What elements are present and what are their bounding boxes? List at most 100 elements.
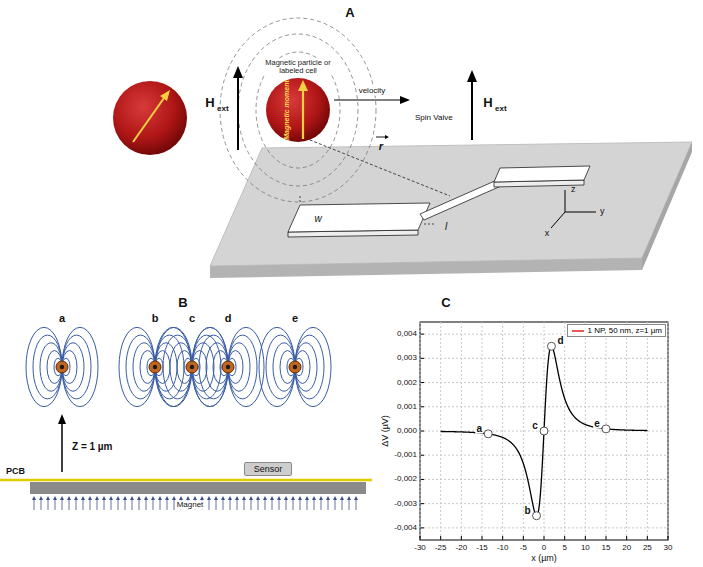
tick [523,536,524,540]
tick-label: 25 [643,544,652,553]
tick-label: 0,004 [397,330,417,339]
field-arrow [76,500,77,510]
tick-label: -0,001 [394,451,417,460]
arrowhead [319,496,323,500]
tick [626,536,627,540]
tick [420,455,424,456]
field-arrow [111,500,112,510]
arrowhead [291,496,295,500]
field-arrow [300,500,301,510]
tick-label: 0,003 [397,354,417,363]
tick-label: 0,000 [397,427,417,436]
annotation: x [545,229,550,239]
arrowhead [193,496,197,500]
nanoparticles [56,361,301,373]
arrowhead [284,496,288,500]
moment-arrow [133,98,164,142]
annotation: d [224,312,233,324]
field-arrow [307,500,308,510]
field-arrow [209,500,210,510]
tick-label: -10 [497,544,509,553]
field-arrow [272,500,273,510]
arrowhead [298,80,308,91]
annotation: e [593,417,601,428]
field-arrow [41,500,42,510]
arrowhead [109,496,113,500]
sensor-box: Sensor [244,462,293,476]
arrowhead [158,496,162,500]
position-marker [602,425,610,433]
tick [585,536,586,540]
legend: 1 NP, 50 nm, z=1 µm [567,324,667,337]
field-arrow [230,500,231,510]
arrow-line [61,422,63,472]
annotation: a [58,312,66,324]
arrowhead [60,496,64,500]
field-arrow [125,500,126,510]
field-arrow [83,500,84,510]
field-arrow [160,500,161,510]
sphere-outline [265,77,331,143]
axes-triad [551,190,596,228]
field-arrow [97,500,98,510]
tick-label: 0,001 [397,402,417,411]
field-arrow [118,500,119,510]
arrowhead [74,496,78,500]
arrowhead [102,496,106,500]
arrowhead [32,496,36,500]
arrowhead [88,496,92,500]
field-arrow [55,500,56,510]
tick-label: 10 [581,544,590,553]
rotated-particle [113,81,187,155]
arrowhead [46,496,50,500]
tick [420,358,424,359]
particle-sphere [113,81,187,155]
arrowhead [116,496,120,500]
arrowhead [263,496,267,500]
signal-chart [420,322,668,540]
tick [420,536,421,540]
position-marker [540,427,548,435]
arrowhead [144,496,148,500]
panel-label: C [441,296,450,310]
field-lines [220,18,376,202]
tick-label: -5 [520,544,527,553]
field-arrow [258,500,259,510]
arrowhead [151,496,155,500]
annotation: Magnet [176,501,205,510]
tick-label: 20 [622,544,631,553]
annotation: ext [495,105,507,114]
position-vector [305,135,450,196]
annotation: e [291,312,299,324]
arrowhead [160,90,170,101]
arrowhead [53,496,57,500]
field-line [256,52,340,168]
arrowhead [467,70,477,82]
arrowhead [172,496,176,500]
grid-line [420,322,421,540]
annotation: l [445,221,447,232]
annotation: d [556,335,564,346]
legend-entry: 1 NP, 50 nm, z=1 µm [571,326,663,335]
nanoparticle [149,361,161,373]
tick [668,536,669,540]
particle-core [293,365,297,369]
arrowhead [298,496,302,500]
annotation: r [379,140,383,152]
magnetic-particle: Magnetic particle or labeled cellMagneti… [265,77,331,143]
dipole-field-lines [26,327,331,406]
dimension-line [424,224,436,225]
arrowhead [277,496,281,500]
arrowhead [333,496,337,500]
field-arrow [349,500,350,510]
arrowhead [312,496,316,500]
tick-label: -15 [476,544,488,553]
particle-core [153,365,157,369]
tick [482,536,483,540]
arrowhead [214,496,218,500]
dimension-line [300,196,301,202]
left-pad [288,203,430,232]
substrate-slab [210,142,692,278]
position-marker [547,342,555,350]
